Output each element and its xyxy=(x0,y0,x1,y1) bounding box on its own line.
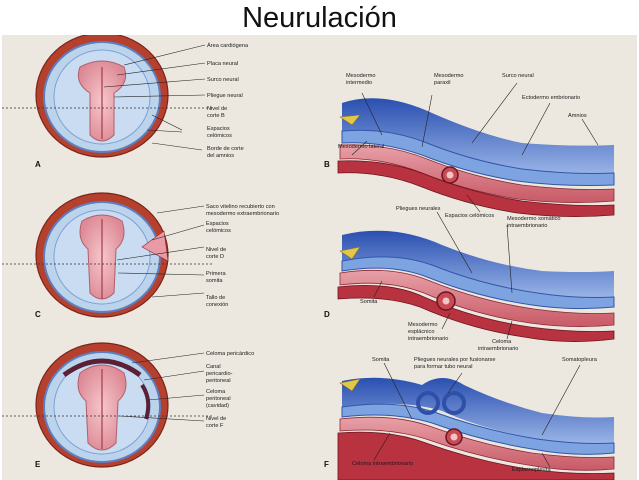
label-tallo-de: Tallo de xyxy=(206,295,225,301)
label-mesodermo-par-2: paraxil xyxy=(434,80,450,86)
label-amnios: Amnios xyxy=(568,113,587,119)
label-mesodermo-int-2: intermedio xyxy=(346,80,372,86)
embryo-disc-c xyxy=(35,192,169,318)
label-mesodermo-lateral: Mesodermo lateral xyxy=(338,144,384,150)
label-corte-b: corte B xyxy=(207,113,225,119)
label-pliegue-neural: Pliegue neural xyxy=(207,93,243,99)
label-somita-f: Somita xyxy=(372,357,390,363)
leader-lines-e xyxy=(119,352,205,422)
label-mesodermo-d-3: intraembrionario xyxy=(408,336,448,342)
label-conexion: conexión xyxy=(206,302,228,308)
panel-letter-b: B xyxy=(324,160,330,169)
figure-plate: Área cardiógena Placa neural Surco neura… xyxy=(2,35,637,480)
label-primera: Primera xyxy=(206,271,226,277)
label-corte-f: corte F xyxy=(206,423,224,429)
slide-title: Neurulación xyxy=(242,2,397,34)
label-celoma-pericardico: Celoma pericárdico xyxy=(206,351,254,357)
label-surco-neural-a: Surco neural xyxy=(207,77,239,83)
leader-lines-a xyxy=(103,44,206,151)
label-cavidad: (cavidad) xyxy=(206,403,229,409)
label-espacios-a: Espacios xyxy=(207,126,230,132)
panel-letter-e: E xyxy=(35,460,41,469)
label-placa-neural: Placa neural xyxy=(207,61,238,67)
label-pliegues-neurales: Pliegues neurales xyxy=(396,206,441,212)
label-area-cardiogena: Área cardiógena xyxy=(207,42,249,49)
label-pericardio: pericardio- xyxy=(206,371,233,377)
panel-letter-f: F xyxy=(324,460,329,469)
label-nivel-de-c: Nivel de xyxy=(206,247,226,253)
label-peritoneal-e: peritoneal xyxy=(206,378,231,384)
embryo-disc-e xyxy=(35,342,169,468)
label-nivel-de-e: Nivel de xyxy=(206,416,226,422)
panel-letter-d: D xyxy=(324,310,330,319)
label-nivel-de-a: Nivel de xyxy=(207,106,227,112)
panel-letter-a: A xyxy=(35,160,41,169)
label-mesodermo-par-1: Mesodermo xyxy=(434,73,464,79)
leader-lines-d xyxy=(373,211,513,340)
label-somatopleura: Somatopleura xyxy=(562,357,598,363)
label-canal: Canal xyxy=(206,364,221,370)
label-espacios-c: Espacios xyxy=(206,221,229,227)
label-celoma-e: Celoma xyxy=(206,389,226,395)
label-pliegues-fusionarse-1: Pliegues neurales por fusionarse xyxy=(414,357,495,363)
label-celoma-intraembrionario-f: Celoma intraembrionario xyxy=(352,461,413,467)
label-somita-c: somita xyxy=(206,278,223,284)
label-celoma-d-2: intraembrionario xyxy=(478,346,518,352)
label-del-amnios: del amnios xyxy=(207,153,234,159)
panel-d: Pliegues neurales Mesodermo somático int… xyxy=(324,206,615,352)
panel-f: Somita Pliegues neurales por fusionarse … xyxy=(324,357,615,480)
label-celoma-d-1: Celoma xyxy=(492,339,512,345)
label-mesodermo-somatico-2: intraembrionario xyxy=(507,223,547,229)
label-somita-d: Somita xyxy=(360,299,378,305)
label-saco-vitelino-2: mesodermo extraembrionario xyxy=(206,211,279,217)
label-celomicos-a: celómicos xyxy=(207,133,232,139)
label-mesodermo-d-2: esplácnico xyxy=(408,329,434,335)
label-borde-de-corte: Borde de corte xyxy=(207,146,244,152)
label-espacios-celomicos-b: Espacios celómicos xyxy=(445,213,494,219)
label-celomicos-c: celómicos xyxy=(206,228,231,234)
label-ectodermo-embrionario: Ectodermo embrionario xyxy=(522,95,580,101)
panel-letter-c: C xyxy=(35,310,41,319)
panel-e: Celoma pericárdico Canal pericardio- per… xyxy=(2,342,254,469)
label-corte-d: corte D xyxy=(206,254,224,260)
panel-c: Saco vitelino recubierto con mesodermo e… xyxy=(2,192,279,319)
embryo-disc-a xyxy=(35,35,169,158)
label-peritoneal-e-2: peritoneal xyxy=(206,396,231,402)
label-surco-neural-b: Surco neural xyxy=(502,73,534,79)
label-saco-vitelino-1: Saco vitelino recubierto con xyxy=(206,204,275,210)
cross-section-b xyxy=(337,98,615,217)
cross-section-d xyxy=(337,230,615,342)
label-esplacnopleura: Esplacnopleura xyxy=(512,467,551,473)
leader-lines-b xyxy=(351,82,599,213)
label-pliegues-fusionarse-2: para formar tubo neural xyxy=(414,364,472,370)
panel-b: Mesodermo intermedio Mesodermo paraxil S… xyxy=(324,73,615,219)
label-mesodermo-somatico-1: Mesodermo somático xyxy=(507,216,560,222)
leader-lines-c xyxy=(116,205,205,298)
label-mesodermo-int-1: Mesodermo xyxy=(346,73,376,79)
label-mesodermo-d-1: Mesodermo xyxy=(408,322,438,328)
neurulation-figure: Área cardiógena Placa neural Surco neura… xyxy=(2,35,615,480)
panel-a: Área cardiógena Placa neural Surco neura… xyxy=(2,35,249,169)
leader-lines-f xyxy=(373,362,581,468)
